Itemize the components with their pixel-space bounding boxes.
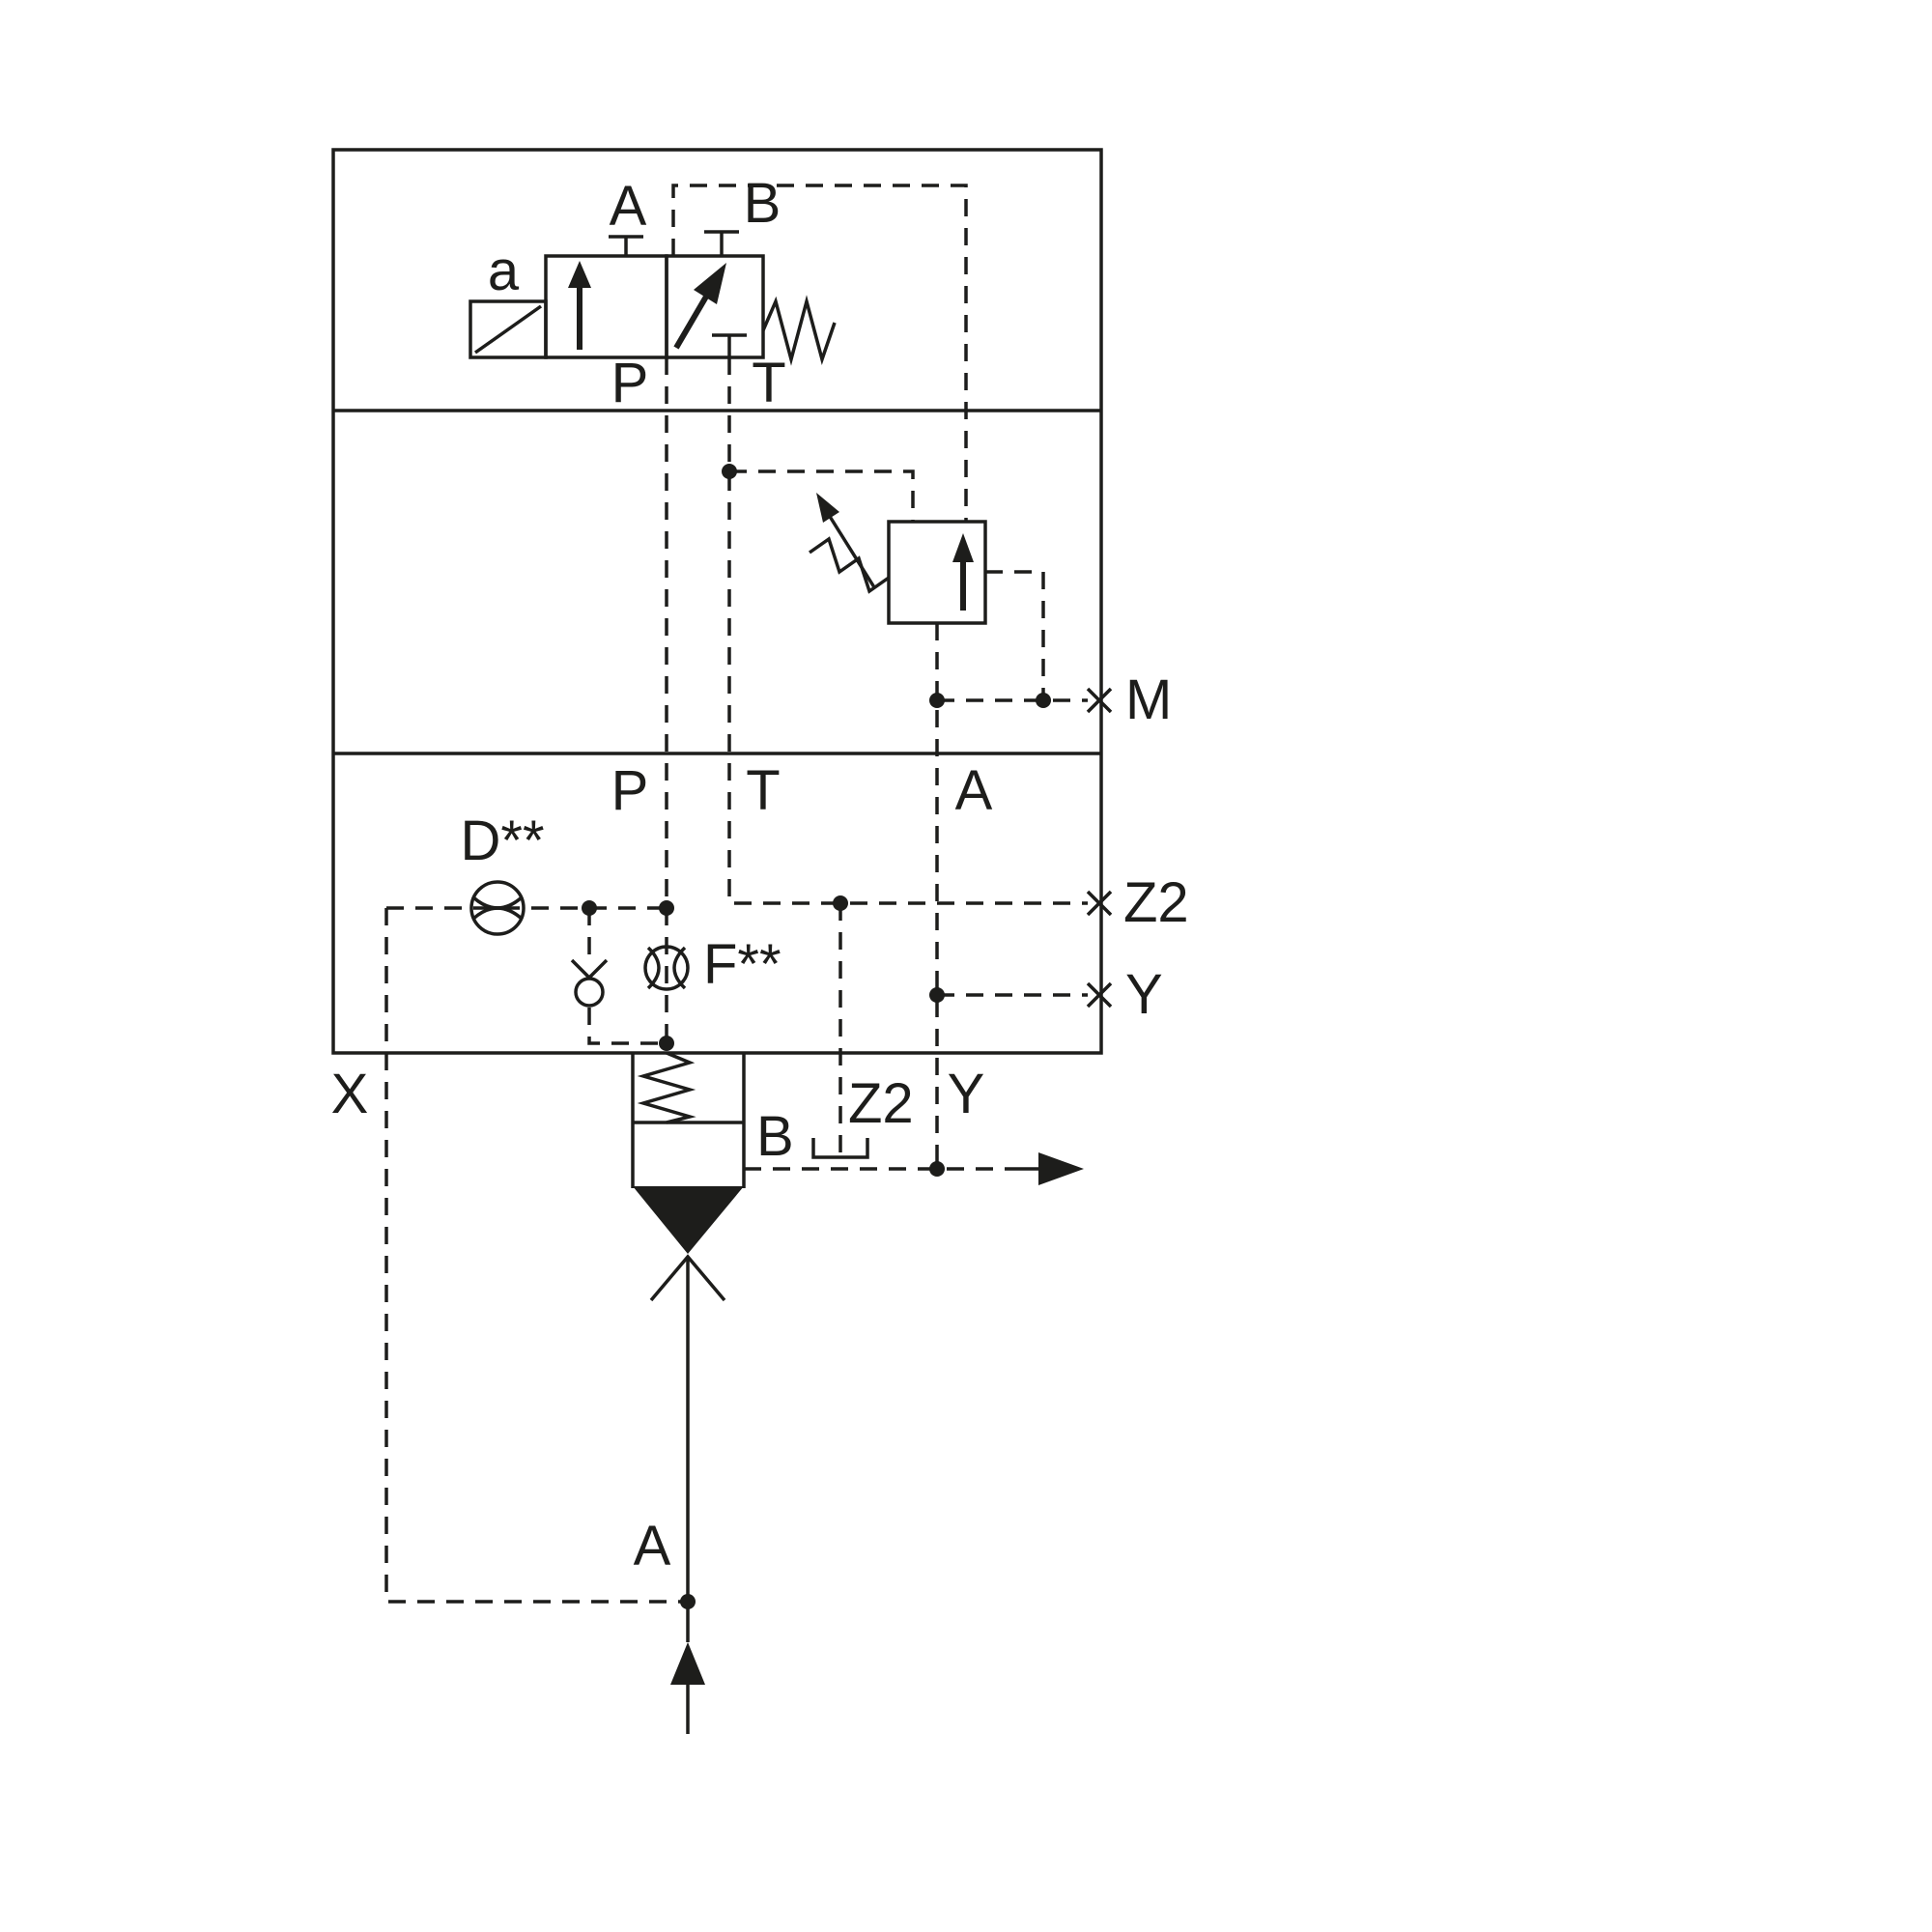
port-m-cross-icon-2	[1086, 687, 1113, 714]
main-port-t-label: T	[746, 759, 780, 822]
junction-dot	[680, 1594, 696, 1609]
port-b-block-icon	[704, 230, 739, 256]
orifice-d-arc-bottom	[471, 906, 524, 921]
relief-valve-box	[887, 520, 987, 625]
manifold-frame	[331, 148, 1103, 1055]
external-port-x-label: X	[331, 1063, 369, 1125]
pilot-port-t-label: T	[752, 352, 785, 414]
check-valve-ball-icon	[574, 977, 605, 1008]
port-z2-label: Z2	[1123, 871, 1189, 934]
solenoid-icon	[469, 299, 548, 359]
port-b-arrow-head	[1038, 1152, 1084, 1185]
main-port-a-label: A	[955, 759, 993, 822]
junction-dot	[833, 895, 848, 911]
valve-position-right-box	[665, 254, 765, 359]
gauge-port-z2: Z2	[1086, 871, 1189, 934]
manifold-outline	[331, 148, 1103, 1055]
logic-port-b-label: B	[756, 1105, 794, 1168]
pilot-line-b-to-relief	[671, 184, 968, 522]
gauge-port-y: Y	[1086, 963, 1163, 1026]
junction-dot	[929, 1161, 945, 1177]
junction-dot	[929, 987, 945, 1003]
flow-arrow-diagonal-head	[694, 263, 726, 304]
junction-dot	[659, 900, 674, 916]
orifice-f-arc-right	[672, 946, 687, 990]
orifice-d: D**	[460, 810, 545, 936]
solenoid-label: a	[488, 240, 520, 302]
junction-dot	[659, 1036, 674, 1051]
orifice-d-label: D**	[460, 810, 544, 872]
port-t-block-icon	[712, 333, 747, 357]
external-port-y-label: Y	[948, 1063, 985, 1125]
cartridge-poppet-icon	[633, 1186, 744, 1254]
relief-adjust-arrow-head	[816, 493, 839, 523]
port-y-label: Y	[1125, 963, 1163, 1026]
external-port-labels: X Z2 Y	[331, 1063, 985, 1159]
flow-arrow-diagonal-shaft	[673, 295, 709, 350]
junction-dot	[582, 900, 597, 916]
z2-plug-bracket-icon	[811, 1138, 869, 1159]
external-port-z2-label: Z2	[848, 1072, 914, 1135]
orifice-d-icon	[469, 880, 526, 936]
orifice-f-label: F**	[703, 933, 781, 996]
port-a-block-icon	[609, 235, 643, 256]
valve-spring-icon	[761, 295, 837, 366]
pilot-line-t-to-z2	[727, 357, 1088, 905]
pilot-line-relief-inlet	[729, 469, 915, 522]
pilot-lines	[384, 184, 1088, 1604]
orifice-f-icon	[643, 945, 690, 991]
relief-adjust-arrow-shaft	[827, 514, 876, 588]
junction-dot	[722, 464, 737, 479]
junction-dots	[582, 464, 1051, 1609]
pilot-port-p-label: P	[611, 352, 649, 414]
cartridge-spring-icon	[637, 1051, 696, 1124]
relief-side-branch	[985, 570, 1045, 700]
port-z2-cross-icon-2	[1086, 890, 1113, 917]
logic-port-a-label: A	[634, 1515, 671, 1577]
gauge-port-m: M	[1086, 668, 1172, 731]
port-y-cross-icon-2	[1086, 981, 1113, 1009]
manifold-port-labels: P T A	[611, 759, 993, 822]
solenoid-slash	[473, 304, 543, 355]
main-port-p-label: P	[611, 759, 649, 822]
orifice-f: F**	[643, 933, 781, 996]
pilot-directional-valve: a A B P T	[469, 172, 837, 414]
relief-spring-icon	[808, 536, 891, 594]
port-m-label: M	[1125, 668, 1172, 731]
flow-arrow-up-head	[568, 261, 591, 288]
relief-flow-arrow-head	[952, 533, 974, 562]
logic-cartridge-valve: B A	[631, 1051, 1084, 1734]
check-valve-branch-bottom	[587, 1008, 667, 1045]
pilot-relief-valve	[808, 493, 987, 625]
junction-dot	[1036, 693, 1051, 708]
check-valve	[570, 958, 609, 1008]
junction-dot	[929, 693, 945, 708]
orifice-f-arc-left	[646, 946, 661, 990]
pilot-port-a-label: A	[610, 175, 647, 238]
pilot-port-b-label: B	[744, 172, 781, 235]
port-a-arrow-head	[670, 1642, 705, 1685]
